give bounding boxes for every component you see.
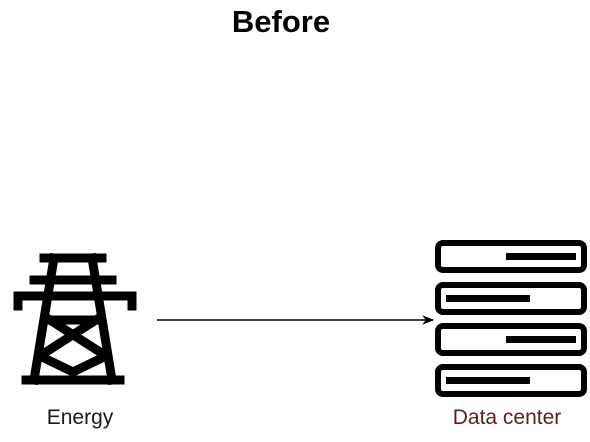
server-unit [435, 323, 587, 356]
data-center-label: Data center [452, 406, 562, 429]
power-tower-icon [13, 252, 137, 386]
server-unit [435, 240, 587, 273]
server-unit [435, 364, 587, 397]
energy-label: Energy [46, 406, 114, 429]
diagram-title: Before [231, 4, 331, 39]
server-rack-icon [435, 240, 587, 397]
server-unit [435, 282, 587, 315]
